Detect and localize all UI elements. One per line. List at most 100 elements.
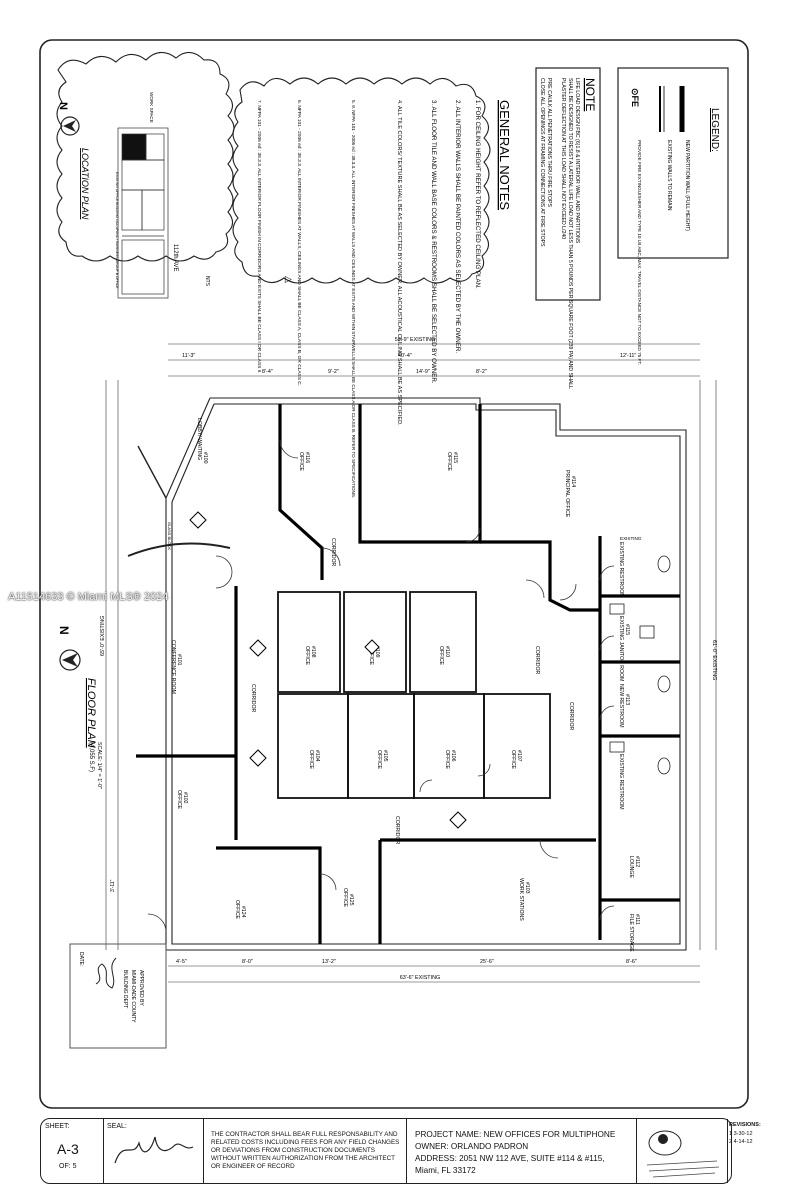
location-north-label: N [57, 102, 69, 110]
location-street-label: 112th AVE [172, 244, 178, 271]
revision-2: 2 4-14-12 [729, 1139, 753, 1145]
dim-bottom-a: 4'-5" [176, 959, 187, 965]
architect-logo-icon [646, 1130, 720, 1178]
dim-overall-left: 65'-0" EXISTING [100, 616, 106, 656]
legend-item-fire-extinguisher: PROVIDE FIRE EXTINGUISHER AND TYPE 10 LB… [637, 140, 642, 365]
general-notes-title: GENERAL NOTES [497, 100, 512, 210]
room-conference: CONFERENCE ROOM [170, 640, 176, 694]
note-line-3: PLASTER DEFLECTION AT THIS LOAD SHALL NO… [560, 78, 566, 239]
project-address: ADDRESS: 2051 NW 112 AVE, SUITE #114 & #… [415, 1154, 605, 1163]
room-work-stations-num: #103 [524, 882, 530, 894]
room-principal-office: PRINCIPAL OFFICE [564, 470, 570, 518]
room-office-116-num: #116 [304, 452, 310, 463]
dim-bottom-d: 25'-6" [480, 959, 494, 965]
room-office-106-num: #106 [450, 750, 456, 762]
location-plan-panel: N LOCATION PLAN NTS 112th AVE WORK SPACE… [56, 51, 235, 299]
stamp-signature [95, 957, 117, 989]
general-note-6: 6. NFPA 101 - 2006 ed : 38.3.3. ALL INTE… [296, 100, 302, 386]
general-note-3: 3. ALL FLOOR TILE AND WALL BASE COLORS &… [430, 100, 437, 384]
title-block: SHEET: A-3 OF: 5 SEAL: THE CONTRACTOR SH… [40, 1118, 761, 1184]
office-grid-walls [277, 591, 551, 799]
location-plan-title: LOCATION PLAN [80, 148, 90, 220]
general-notes-panel: GENERAL NOTES 1. FOR CEILING HEIGHT REFE… [232, 77, 512, 498]
room-lobby: LOBBY/ WAITING [196, 418, 202, 460]
floor-plan-title: FLOOR PLAN [85, 678, 97, 748]
room-office-104: OFFICE [308, 750, 314, 770]
project-cell: PROJECT NAME: NEW OFFICES FOR MULTIPHONE… [407, 1119, 637, 1183]
note-title: NOTE [583, 78, 597, 111]
seal-cell: SEAL: [103, 1119, 204, 1183]
room-conference-num: #101 [176, 654, 182, 666]
revision-1: 1 3-30-12 [729, 1131, 753, 1137]
general-note-7: 7. NFPA 101 - 2006 ed : 38.3.3. ALL INTE… [256, 100, 262, 374]
legend-item-existing-wall: EXISTING WALLS TO REMAIN [666, 140, 672, 211]
existing-exterior-walls [165, 397, 687, 951]
disclaimer-cell: THE CONTRACTOR SHALL BEAR FULL RESPONSAB… [203, 1119, 407, 1183]
floor-plan-area: (4,055 S.F) [88, 742, 94, 772]
dim-overall-top: 53'-9" EXISTING [395, 337, 435, 343]
room-file-storage-num: #111 [634, 914, 640, 925]
room-office-124-num: #124 [240, 906, 246, 918]
lobby-angled-wall [137, 445, 167, 499]
conference-glass-wall [127, 542, 231, 557]
fire-extinguisher-markers [189, 511, 467, 829]
room-file-storage: FILE STORAGE [628, 914, 634, 952]
location-plan-scale: NTS [204, 276, 210, 287]
dim-top-c: 14'-9" [416, 369, 430, 375]
room-work-stations: WORK STATIONS [518, 878, 524, 921]
room-office-110-num: #110 [444, 646, 450, 657]
room-existing-restroom-2: EXISTING RESTROOM [618, 754, 624, 810]
general-note-2: 2. ALL INTERIOR WALLS SHALL BE PAINTED C… [454, 100, 461, 353]
general-note-5: 5. 9. NFPA 101 - 2006 ed : 38.3.3. ALL I… [351, 100, 356, 498]
room-corridor-111: CORRIDOR [330, 538, 336, 566]
new-partition-walls [136, 404, 680, 944]
room-office-107: OFFICE [510, 750, 516, 770]
note-line-2: SHALL BE DESIGNED TO RESIST A LATERAL LI… [567, 78, 573, 389]
dim-overall-right: 61'-0" EXISTING [711, 640, 717, 680]
existing-label: EXISTING [620, 536, 642, 541]
stamp-line-1: APPROVED BY [138, 970, 144, 1007]
stamp-line-3: BUILDING DEPT [122, 970, 128, 1008]
fe-marker-icon [189, 511, 207, 529]
sheet-border [39, 39, 749, 1109]
note-line-4: PRE CAULK ALL PENETRATIONS THRU FIRE STO… [546, 78, 552, 207]
dimension-lines [105, 343, 717, 983]
room-office-125: OFFICE [342, 888, 348, 908]
dim-top-right: 12'-11" [620, 353, 636, 359]
general-note-4: 4. ALL TILE COLORS/ TEXTURE SHALL BE AS … [396, 100, 402, 426]
project-owner: OWNER: ORLANDO PADRON [415, 1142, 529, 1151]
sheet-cell: SHEET: A-3 OF: 5 [41, 1119, 104, 1183]
fe-marker-icon [249, 639, 267, 657]
sheet-label: SHEET: [45, 1123, 70, 1130]
dim-corner: 3'-11" [110, 879, 116, 892]
location-building-footprint [117, 127, 169, 299]
fe-marker-icon [449, 811, 467, 829]
sheet-of: OF: 5 [59, 1163, 77, 1170]
room-corridor-102: CORRIDOR [250, 684, 256, 712]
room-office-125-num: #125 [348, 894, 354, 906]
project-name: PROJECT NAME: NEW OFFICES FOR MULTIPHONE [415, 1130, 616, 1139]
dim-bottom-c: 13'-2" [322, 959, 336, 965]
room-office-108-num: #108 [310, 646, 316, 658]
note-line-5: CLOSE ALL OPENINGS AT FRAMING CONNECTION… [539, 78, 545, 247]
disclaimer-text: THE CONTRACTOR SHALL BEAR FULL RESPONSAB… [211, 1131, 400, 1170]
general-note-1: 1. FOR CEILING HEIGHT REFER TO REFLECTED… [474, 100, 481, 289]
room-corridor-119: CORRIDOR [394, 816, 400, 844]
mls-watermark: A11514633 © Miami MLS® 2024 [8, 591, 169, 603]
fire-extinguisher-icon: ⊙FE [630, 88, 640, 107]
dim-overall-bottom: 63'-6" EXISTING [400, 975, 440, 981]
dim-top-b: 9'-2" [328, 369, 339, 375]
dim-top-a: 8'-4" [262, 369, 273, 375]
room-labels: LOBBY/ WAITING #100 OFFICE #116 OFFICE #… [167, 418, 642, 952]
room-corridor-117: CORRIDOR [534, 646, 540, 674]
dim-top-left: 11'-3" [182, 353, 195, 359]
room-lounge-num: #112 [634, 856, 640, 867]
sheet-number: A-3 [57, 1141, 79, 1157]
room-new-restroom-num: #113 [624, 694, 630, 705]
legend-title: LEGEND: [709, 108, 720, 152]
legend-item-new-wall: NEW PARTITION WALL (FULL HEIGHT) [684, 140, 690, 231]
room-principal-office-num: #114 [570, 476, 576, 487]
room-office-106: OFFICE [444, 750, 450, 770]
dim-top-mid: 40'-4" [398, 353, 412, 359]
location-work-space-label: WORK SPACE [149, 92, 154, 123]
